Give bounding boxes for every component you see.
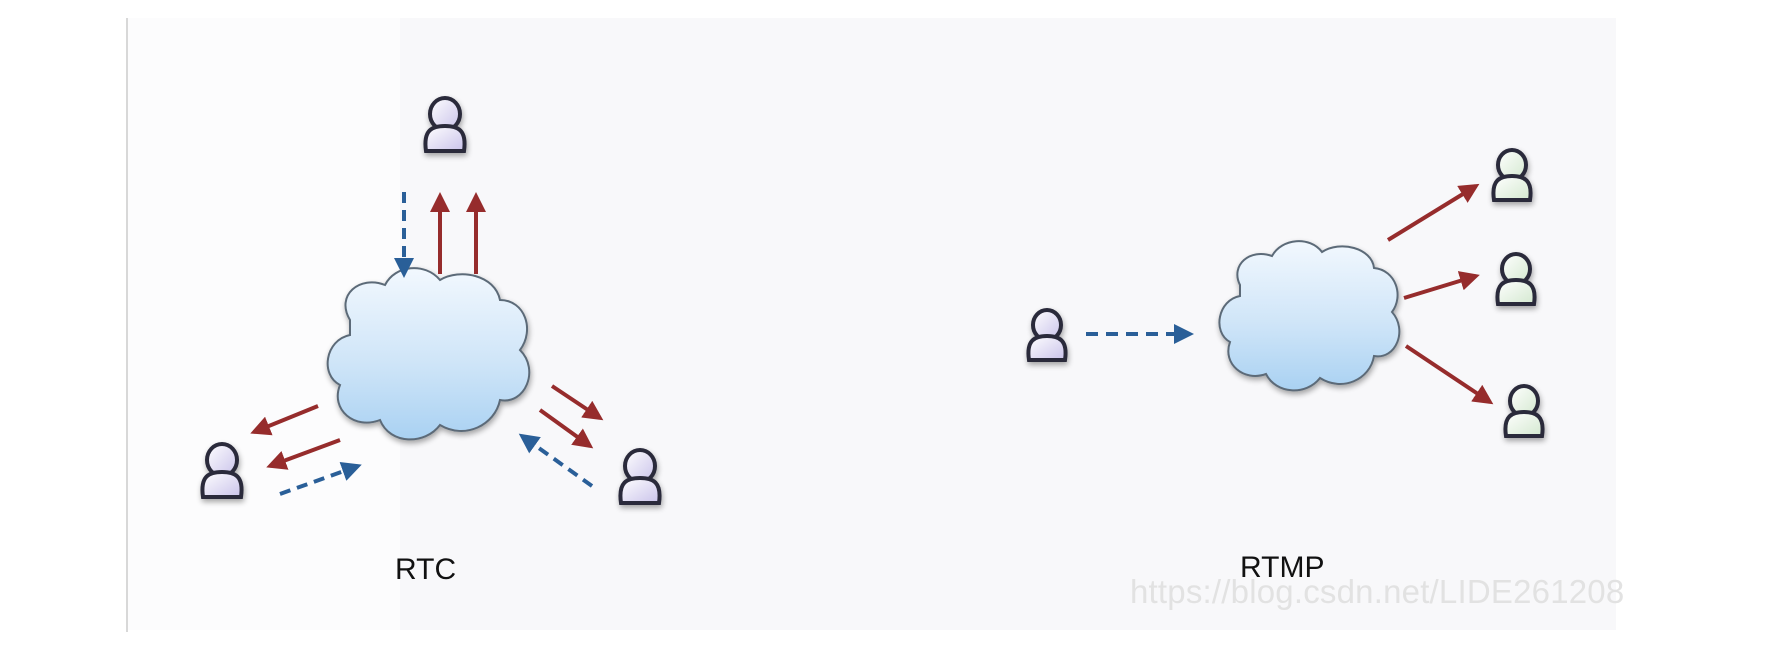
rtmp-caption: RTMP: [1240, 551, 1325, 584]
downstream-arrow: [266, 438, 341, 470]
downstream-arrow: [550, 384, 604, 421]
downstream-arrow: [538, 408, 594, 449]
cloud-icon: [326, 267, 531, 441]
person-icon: [1026, 308, 1068, 362]
rtc-caption: RTC: [395, 553, 457, 586]
upstream-arrow: [518, 433, 594, 488]
rtmp-diagram: [1026, 148, 1545, 438]
person-icon: [423, 96, 467, 153]
downstream-arrow: [1404, 344, 1494, 405]
rtc-diagram: [200, 96, 662, 505]
cloud-icon: [1218, 240, 1401, 392]
downstream-arrow: [1386, 183, 1480, 242]
person-icon: [200, 442, 244, 499]
person-icon: [618, 448, 662, 505]
watermark-url: https://blog.csdn.net/LIDE261208: [1130, 573, 1625, 610]
person-icon: [1495, 252, 1537, 306]
downstream-arrow: [250, 404, 319, 436]
panel-background-inner: [400, 18, 1616, 630]
person-icon: [1491, 148, 1533, 202]
upstream-arrow: [279, 461, 362, 496]
person-icon: [1503, 384, 1545, 438]
downstream-arrow: [1403, 271, 1480, 300]
